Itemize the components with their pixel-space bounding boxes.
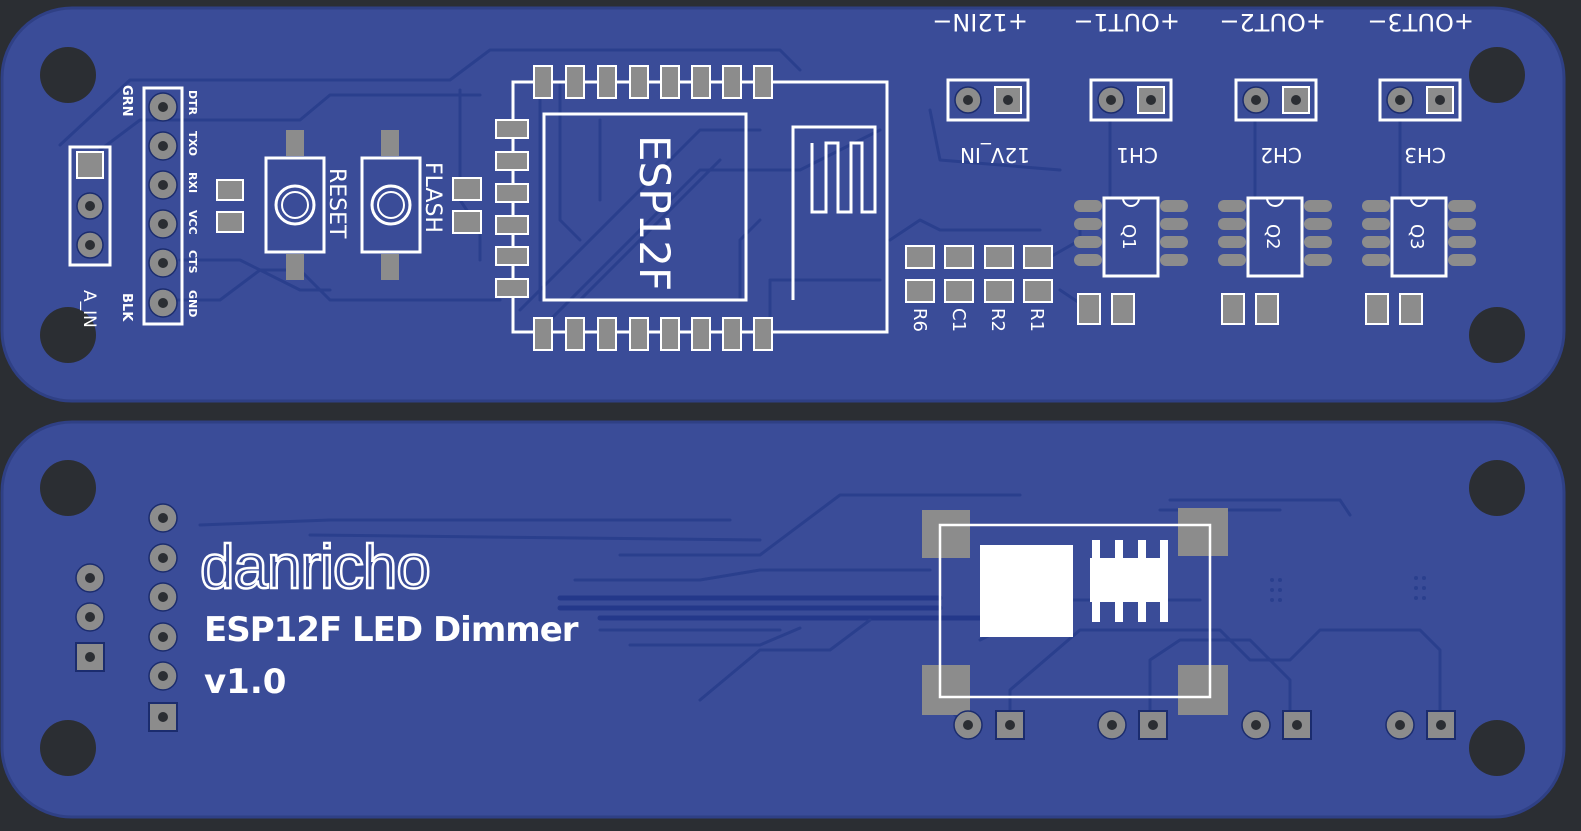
- pin-label-dtr: DTR: [186, 90, 199, 116]
- product-title: ESP12F LED Dimmer: [204, 610, 579, 650]
- mounting-hole: [1469, 720, 1525, 776]
- mounting-hole: [40, 720, 96, 776]
- pin-label-txo: TXO: [186, 131, 199, 156]
- flash-button: FLASH: [360, 130, 445, 280]
- bottom-board: danricho ESP12F LED Dimmer v1.0: [0, 420, 1566, 819]
- esp12f-module: ESP12F: [495, 65, 889, 351]
- connector-12in: +12IN− 12V_IN: [932, 8, 1030, 167]
- regulator-footprint: [922, 508, 1228, 715]
- mounting-hole: [1469, 460, 1525, 516]
- flash-label: FLASH: [420, 162, 445, 233]
- reset-label: RESET: [324, 168, 349, 239]
- bottom-traces: [198, 493, 1442, 722]
- brand-text: danricho: [200, 533, 430, 602]
- connector-label-out3: +OUT3−: [1367, 8, 1474, 36]
- label-q1: Q1: [1118, 224, 1139, 250]
- resistor-array: R6 C1 R2 R1: [905, 245, 1053, 332]
- blk-label: BLK: [119, 293, 134, 322]
- version-label: v1.0: [204, 662, 286, 702]
- label-q3: Q3: [1406, 224, 1427, 250]
- connector-sublabel-ch3: CH3: [1404, 143, 1446, 167]
- connector-out3: +OUT3− CH3: [1367, 8, 1474, 167]
- label-r2: R2: [987, 308, 1008, 332]
- mosfet-q1: Q1: [1074, 196, 1188, 325]
- pin-label-vcc: VCC: [186, 210, 199, 235]
- mosfet-q2: Q2: [1218, 196, 1332, 325]
- ftdi-header: GRN BLK DTR TXO RXI VCC CTS GND: [119, 85, 199, 326]
- a-in-label: A_IN: [79, 290, 99, 328]
- pin-label-rxi: RXI: [186, 172, 199, 193]
- pin-label-gnd: GND: [186, 290, 199, 317]
- connector-out2: +OUT2− CH2: [1219, 8, 1326, 167]
- connector-sublabel-ch2: CH2: [1260, 143, 1302, 167]
- mounting-hole: [40, 47, 96, 103]
- a-in-header: A_IN: [68, 145, 112, 328]
- reset-button: RESET: [264, 130, 349, 280]
- mounting-hole: [40, 460, 96, 516]
- grn-label: GRN: [119, 85, 134, 117]
- label-r6: R6: [909, 308, 930, 332]
- a-in-header-back: [75, 563, 105, 672]
- mounting-hole: [40, 307, 96, 363]
- smd-cap-right: [452, 177, 482, 234]
- via-cluster: [1270, 576, 1426, 602]
- connector-label-out1: +OUT1−: [1073, 8, 1180, 36]
- esp12f-label: ESP12F: [630, 135, 679, 291]
- connector-out1: +OUT1− CH1: [1073, 8, 1180, 167]
- connector-pads-back: [953, 710, 1456, 740]
- ftdi-header-back: [148, 503, 178, 732]
- pin-label-cts: CTS: [186, 250, 199, 274]
- connector-sublabel-ch1: CH1: [1116, 143, 1158, 167]
- mounting-hole: [1469, 47, 1525, 103]
- label-c1: C1: [948, 308, 969, 332]
- top-board: A_IN GRN BLK DTR TXO RXI VCC CTS GND: [0, 6, 1566, 403]
- top-traces: [58, 48, 1402, 332]
- connector-sublabel-12vin: 12V_IN: [960, 143, 1030, 167]
- label-q2: Q2: [1262, 224, 1283, 250]
- mosfet-q3: Q3: [1362, 196, 1476, 325]
- smd-cap-left: [216, 179, 244, 233]
- connector-label-12in: +12IN−: [932, 8, 1028, 36]
- label-r1: R1: [1026, 308, 1047, 332]
- mounting-hole: [1469, 307, 1525, 363]
- connector-label-out2: +OUT2−: [1219, 8, 1326, 36]
